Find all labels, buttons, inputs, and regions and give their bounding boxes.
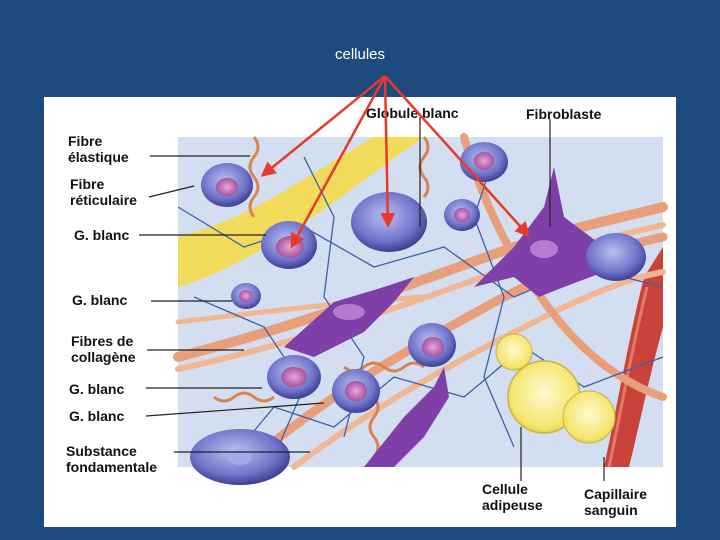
- slide-title: cellules: [0, 46, 720, 63]
- label-g-blanc-3: G. blanc: [69, 381, 124, 397]
- label-fibre-elastique: Fibre élastique: [68, 133, 129, 165]
- label-substance-fondamentale: Substance fondamentale: [66, 443, 157, 475]
- label-fibroblaste: Fibroblaste: [526, 106, 601, 122]
- label-g-blanc-1: G. blanc: [74, 227, 129, 243]
- label-globule-blanc: Globule blanc: [366, 105, 459, 121]
- label-cellule-adipeuse: Cellule adipeuse: [482, 481, 543, 513]
- label-fibres-collagene: Fibres de collagène: [71, 333, 136, 365]
- tissue-diagram-panel: Fibre élastique Fibre réticulaire G. bla…: [44, 97, 676, 527]
- label-g-blanc-4: G. blanc: [69, 408, 124, 424]
- label-g-blanc-2: G. blanc: [72, 292, 127, 308]
- label-capillaire-sanguin: Capillaire sanguin: [584, 486, 647, 518]
- label-fibre-reticulaire: Fibre réticulaire: [70, 176, 137, 208]
